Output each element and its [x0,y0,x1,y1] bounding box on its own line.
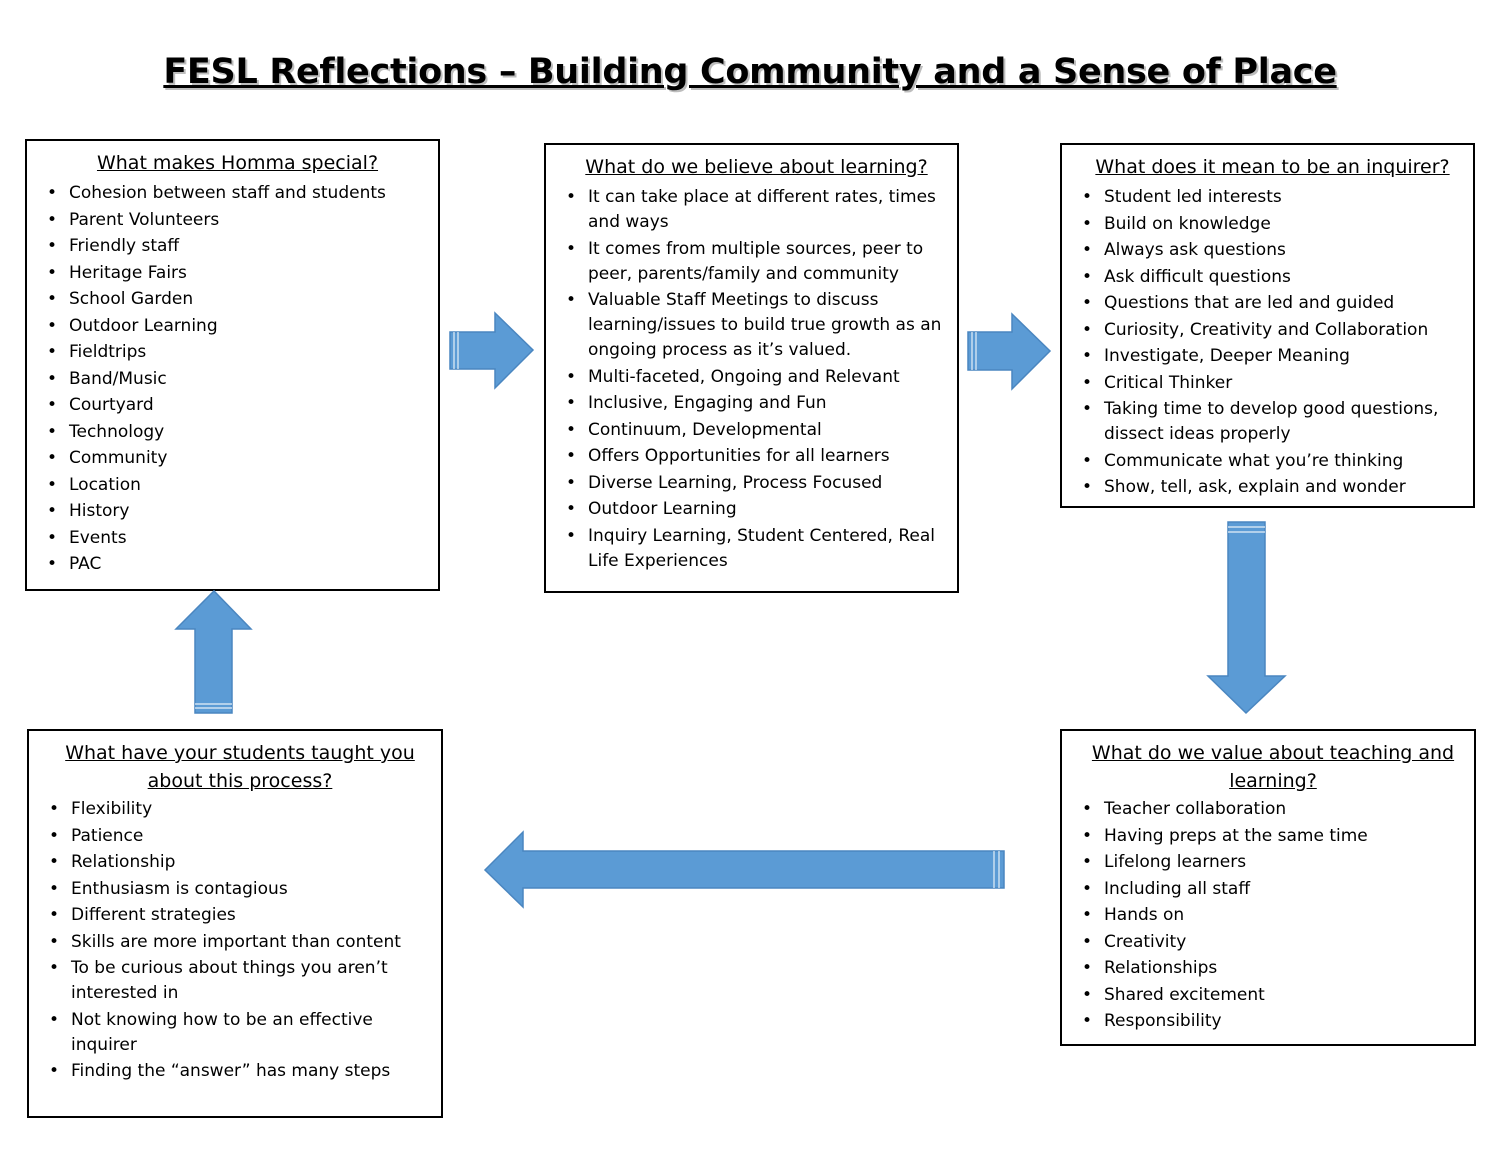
list-item: Outdoor Learning [566,497,947,522]
list-item: It comes from multiple sources, peer to … [566,237,947,287]
box-heading: What do we believe about learning? [585,156,928,178]
bullet-list: Teacher collaborationHaving preps at the… [1082,797,1464,1034]
list-item: Patience [49,824,431,849]
box-heading: What do we value about teaching and lear… [1091,742,1455,792]
bullet-list: FlexibilityPatienceRelationshipEnthusias… [49,797,431,1084]
list-item: Enthusiasm is contagious [49,877,431,902]
list-item: Always ask questions [1082,238,1463,263]
list-item: PAC [47,552,428,577]
list-item: Location [47,473,428,498]
list-item: Technology [47,420,428,445]
list-item: Curiosity, Creativity and Collaboration [1082,318,1463,343]
box-what-we-believe-about-learning: What do we believe about learning? It ca… [544,143,959,593]
list-item: Finding the “answer” has many steps [49,1059,431,1084]
list-item: Offers Opportunities for all learners [566,444,947,469]
list-item: Questions that are led and guided [1082,291,1463,316]
bullet-list: Student led interestsBuild on knowledgeA… [1082,185,1463,500]
list-item: Communicate what you’re thinking [1082,449,1463,474]
list-item: Heritage Fairs [47,261,428,286]
list-item: Including all staff [1082,877,1464,902]
list-item: Teacher collaboration [1082,797,1464,822]
box-heading: What makes Homma special? [96,152,379,174]
list-item: Community [47,446,428,471]
list-item: Investigate, Deeper Meaning [1082,344,1463,369]
arrow-right-1-icon [449,311,535,390]
list-item: Continuum, Developmental [566,418,947,443]
arrow-up-icon [174,589,253,714]
list-item: To be curious about things you aren’t in… [49,956,431,1006]
page-title: FESL Reflections – Building Community an… [163,52,1337,92]
box-what-we-value-about-teaching: What do we value about teaching and lear… [1060,729,1476,1046]
box-what-makes-homma-special: What makes Homma special? Cohesion betwe… [25,139,440,591]
box-what-it-means-to-be-an-inquirer: What does it mean to be an inquirer? Stu… [1060,143,1475,508]
arrow-left-icon [483,830,1005,909]
list-item: Events [47,526,428,551]
list-item: Taking time to develop good questions, d… [1082,397,1463,447]
bullet-list: Cohesion between staff and studentsParen… [47,181,428,577]
list-item: Cohesion between staff and students [47,181,428,206]
list-item: Different strategies [49,903,431,928]
list-item: Friendly staff [47,234,428,259]
list-item: History [47,499,428,524]
list-item: Ask difficult questions [1082,265,1463,290]
list-item: Show, tell, ask, explain and wonder [1082,475,1463,500]
list-item: Hands on [1082,903,1464,928]
list-item: Band/Music [47,367,428,392]
list-item: Inquiry Learning, Student Centered, Real… [566,524,947,574]
box-heading: What have your students taught you about… [65,742,415,792]
list-item: School Garden [47,287,428,312]
list-item: Relationship [49,850,431,875]
list-item: Flexibility [49,797,431,822]
arrow-right-2-icon [967,312,1052,391]
list-item: Parent Volunteers [47,208,428,233]
list-item: Valuable Staff Meetings to discuss learn… [566,288,947,363]
box-what-students-taught-you: What have your students taught you about… [27,729,443,1118]
list-item: Fieldtrips [47,340,428,365]
list-item: Skills are more important than content [49,930,431,955]
list-item: Critical Thinker [1082,371,1463,396]
list-item: Inclusive, Engaging and Fun [566,391,947,416]
list-item: Lifelong learners [1082,850,1464,875]
list-item: Courtyard [47,393,428,418]
list-item: Creativity [1082,930,1464,955]
list-item: It can take place at different rates, ti… [566,185,947,235]
list-item: Build on knowledge [1082,212,1463,237]
arrow-down-icon [1206,521,1287,715]
box-heading: What does it mean to be an inquirer? [1095,156,1450,178]
list-item: Not knowing how to be an effective inqui… [49,1008,431,1058]
list-item: Student led interests [1082,185,1463,210]
list-item: Shared excitement [1082,983,1464,1008]
list-item: Responsibility [1082,1009,1464,1034]
list-item: Having preps at the same time [1082,824,1464,849]
list-item: Multi-faceted, Ongoing and Relevant [566,365,947,390]
list-item: Diverse Learning, Process Focused [566,471,947,496]
bullet-list: It can take place at different rates, ti… [566,185,947,574]
list-item: Outdoor Learning [47,314,428,339]
list-item: Relationships [1082,956,1464,981]
